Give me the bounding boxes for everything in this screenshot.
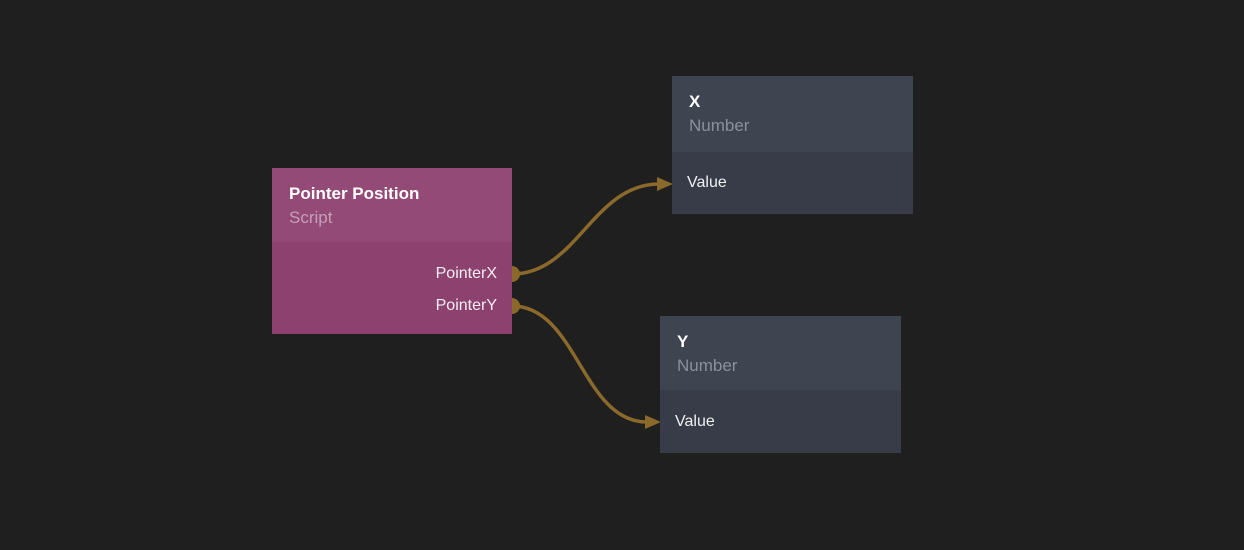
node-header: X Number	[672, 76, 913, 152]
node-title: Pointer Position	[289, 184, 420, 203]
input-row-x-value[interactable]: Value	[672, 152, 913, 214]
node-x[interactable]: X Number Value	[672, 76, 913, 214]
input-arrow-y-value-icon	[645, 415, 661, 429]
output-label-pointerx: PointerX	[435, 265, 497, 282]
node-header: Pointer Position Script	[272, 168, 512, 242]
node-header: Y Number	[660, 316, 901, 390]
node-body: PointerX PointerY	[272, 242, 512, 334]
node-subtitle: Number	[677, 356, 738, 375]
wire-pointerx-to-x-value[interactable]	[511, 182, 660, 276]
node-title: Y	[677, 332, 689, 351]
input-row-y-value[interactable]: Value	[660, 390, 901, 453]
input-label-y-value: Value	[675, 412, 715, 430]
output-row-pointerx[interactable]: PointerX	[272, 258, 512, 290]
node-y[interactable]: Y Number Value	[660, 316, 901, 453]
node-subtitle: Script	[289, 208, 333, 227]
output-label-pointery: PointerY	[435, 297, 497, 314]
input-label-x-value: Value	[687, 174, 727, 191]
node-title: X	[689, 92, 701, 111]
input-arrow-x-value-icon	[657, 177, 673, 191]
wire-pointery-to-y-value[interactable]	[511, 304, 648, 424]
node-subtitle: Number	[689, 116, 750, 135]
node-pointer-position[interactable]: Pointer Position Script PointerX Pointer…	[272, 168, 512, 334]
output-row-pointery[interactable]: PointerY	[272, 290, 512, 322]
